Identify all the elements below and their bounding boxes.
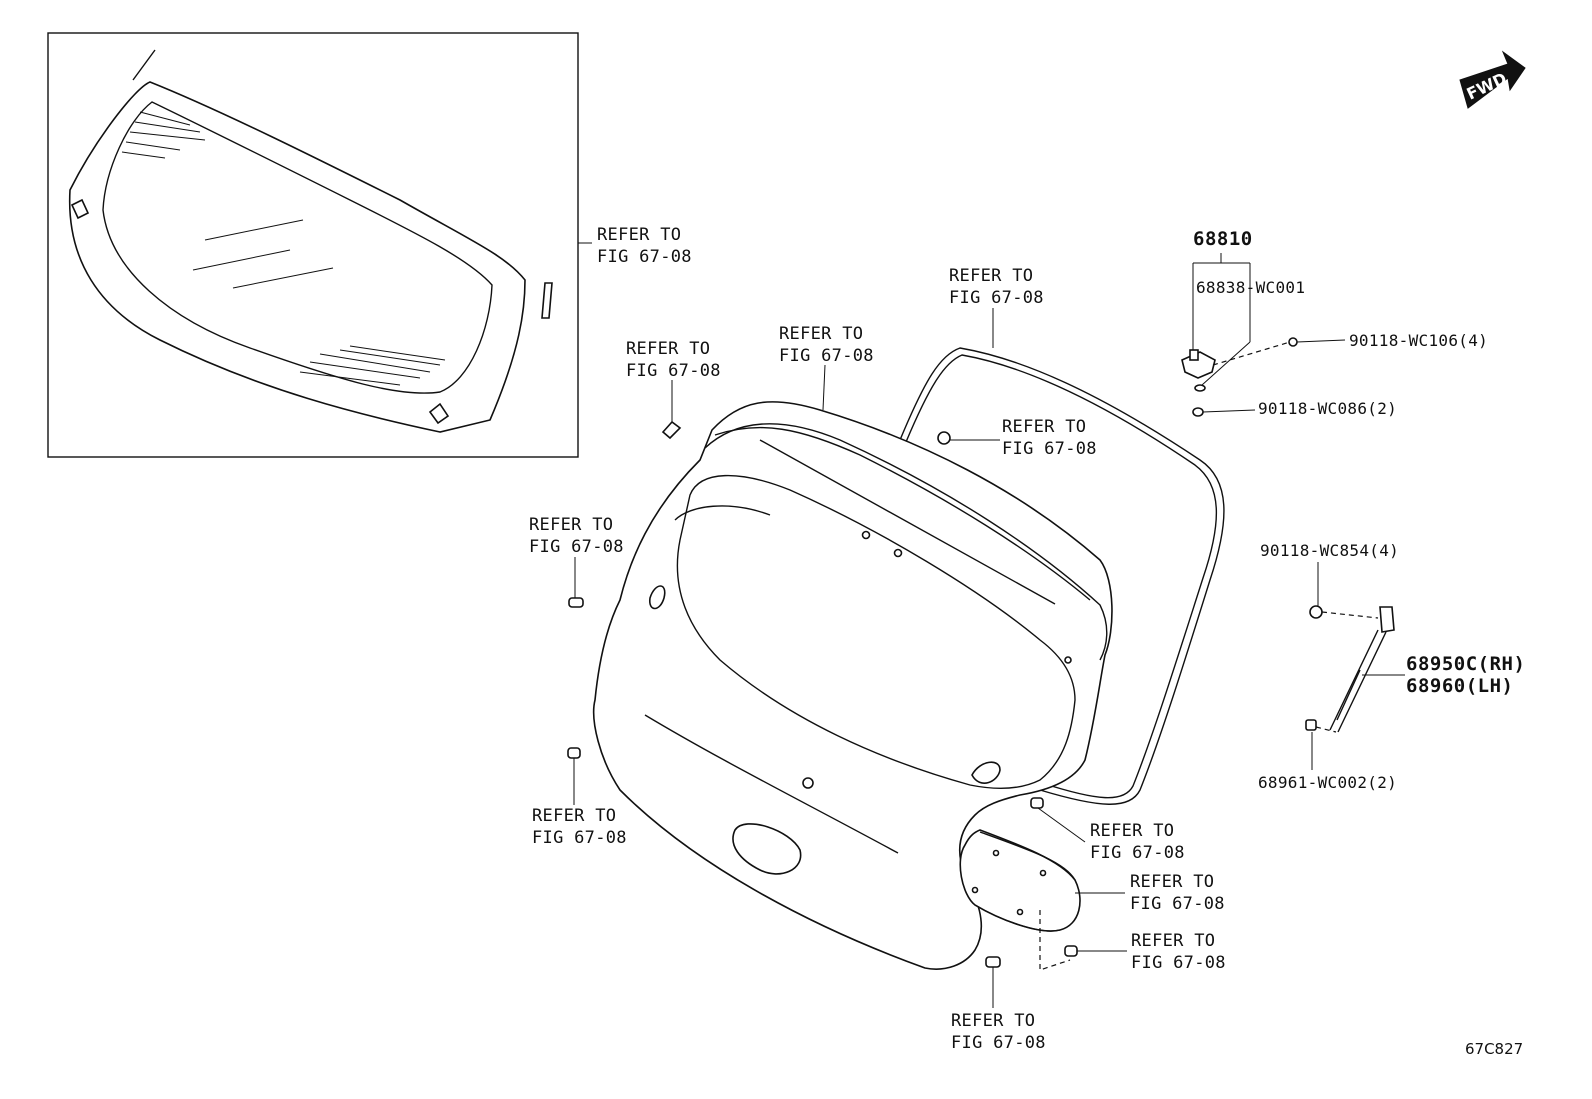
part-stay-rh: 68950C(RH) — [1406, 653, 1526, 675]
refer-line1: REFER TO — [597, 225, 682, 245]
refer-line1: REFER TO — [626, 339, 711, 359]
refer-line2: FIG 67-08 — [949, 288, 1044, 308]
refer-label-clip-upper: REFER TO FIG 67-08 — [529, 514, 624, 558]
refer-line2: FIG 67-08 — [951, 1033, 1046, 1053]
part-hinge-bolt: 90118-WC106(4) — [1349, 331, 1489, 350]
refer-line2: FIG 67-08 — [532, 828, 627, 848]
part-hinge: 68838-WC001 — [1196, 278, 1306, 297]
refer-line1: REFER TO — [1090, 821, 1175, 841]
refer-line1: REFER TO — [779, 324, 864, 344]
refer-line2: FIG 67-08 — [779, 346, 874, 366]
refer-line2: FIG 67-08 — [597, 247, 692, 267]
refer-line1: REFER TO — [1002, 417, 1087, 437]
refer-line1: REFER TO — [1130, 872, 1215, 892]
refer-label-trim-clip: REFER TO FIG 67-08 — [1131, 930, 1226, 974]
refer-line2: FIG 67-08 — [1090, 843, 1185, 863]
refer-label-clip-bottom: REFER TO FIG 67-08 — [951, 1010, 1046, 1054]
refer-line1: REFER TO — [1131, 931, 1216, 951]
glass-inset — [47, 32, 592, 458]
refer-label-grommet: REFER TO FIG 67-08 — [1002, 416, 1097, 460]
part-stay-ball: 68961-WC002(2) — [1258, 773, 1398, 792]
back-door — [592, 401, 1113, 970]
leader-lines — [573, 308, 1127, 1008]
refer-line2: FIG 67-08 — [1130, 894, 1225, 914]
part-stay-bolt: 90118-WC854(4) — [1260, 541, 1400, 560]
refer-label-clip-lower: REFER TO FIG 67-08 — [532, 805, 627, 849]
gas-stay — [1305, 562, 1405, 770]
refer-line2: FIG 67-08 — [529, 537, 624, 557]
refer-label-weatherstrip: REFER TO FIG 67-08 — [949, 265, 1044, 309]
part-hinge-nut: 90118-WC086(2) — [1258, 399, 1398, 418]
hinge-assy — [1181, 253, 1346, 417]
refer-label-pad: REFER TO FIG 67-08 — [626, 338, 721, 382]
clips — [567, 420, 1078, 968]
refer-label-glass: REFER TO FIG 67-08 — [597, 224, 692, 268]
refer-line1: REFER TO — [949, 266, 1034, 286]
refer-line1: REFER TO — [951, 1011, 1036, 1031]
part-hinge-assy: 68810 — [1193, 228, 1253, 250]
refer-label-clip-right: REFER TO FIG 67-08 — [1090, 820, 1185, 864]
figure-code: 67C827 — [1465, 1040, 1524, 1058]
refer-label-trim: REFER TO FIG 67-08 — [1130, 871, 1225, 915]
weatherstrip — [899, 347, 1225, 805]
refer-label-spoiler: REFER TO FIG 67-08 — [779, 323, 874, 367]
fwd-arrow-icon: FWD — [1459, 50, 1526, 109]
refer-line2: FIG 67-08 — [1131, 953, 1226, 973]
refer-line1: REFER TO — [532, 806, 617, 826]
part-stay-lh: 68960(LH) — [1406, 675, 1514, 697]
refer-line2: FIG 67-08 — [626, 361, 721, 381]
refer-line1: REFER TO — [529, 515, 614, 535]
trim-panel — [959, 829, 1081, 971]
refer-line2: FIG 67-08 — [1002, 439, 1097, 459]
